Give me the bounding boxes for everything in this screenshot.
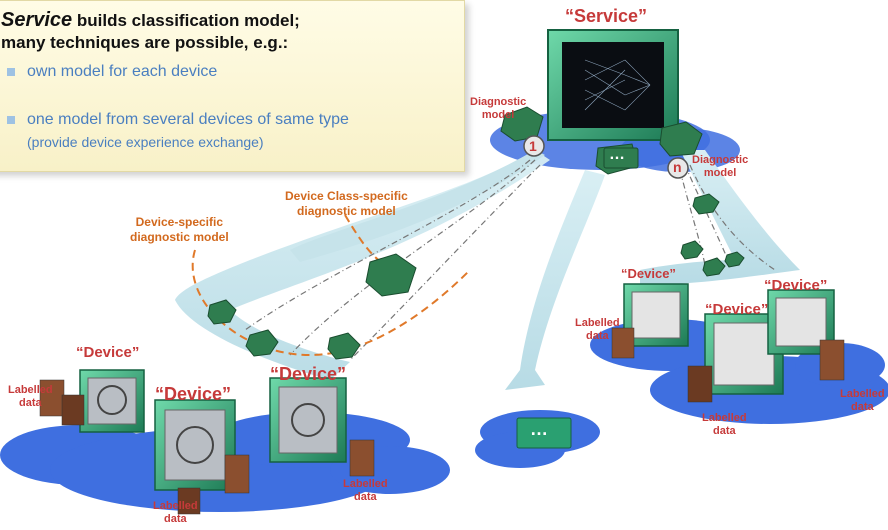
labelled-data-4-line2: data <box>586 330 609 342</box>
labelled-data-1: Labelled data <box>8 384 53 410</box>
diag-model-left-line1: Diagnostic <box>470 96 527 108</box>
device-specific-model-line2: diagnostic model <box>130 230 229 244</box>
device-label-3: “Device” <box>270 364 347 384</box>
beam-left <box>175 150 550 380</box>
device-class-model-label: Device Class-specific diagnostic model <box>285 189 408 219</box>
labelled-data-4: Labelled data <box>575 317 620 343</box>
badge-n: n <box>673 159 682 175</box>
device-specific-model-label: Device-specific diagnostic model <box>130 215 229 245</box>
info-callout: Service builds classification model; man… <box>0 0 465 172</box>
callout-title-rest: builds classification model; <box>72 11 300 30</box>
labelled-data-1-line1: Labelled <box>8 384 53 396</box>
service-label: “Service” <box>565 6 648 26</box>
callout-item-2-text: one model from several devices of same t… <box>27 111 349 128</box>
device-specific-model-line1: Device-specific <box>135 215 224 229</box>
device-monitor-1 <box>79 369 145 433</box>
device-monitor-4 <box>623 283 689 347</box>
placeholder-dots: … <box>530 419 548 439</box>
labelled-data-5-line2: data <box>713 425 736 437</box>
device-label-4: “Device” <box>621 266 676 281</box>
labelled-data-5-line1: Labelled <box>702 412 747 424</box>
labelled-data-4-line1: Labelled <box>575 317 620 329</box>
beam-middle <box>505 170 605 390</box>
badge-one-circle <box>523 135 545 157</box>
callout-item-2: one model from several devices of same t… <box>7 111 349 129</box>
labelled-data-3: Labelled data <box>343 478 388 504</box>
device-class-model-line1: Device Class-specific <box>285 189 408 203</box>
device-class-model-line2: diagnostic model <box>297 204 396 218</box>
labelled-data-3-line1: Labelled <box>343 478 388 490</box>
diag-model-right-line2: model <box>703 167 737 179</box>
device-label-2: “Device” <box>155 384 232 404</box>
callout-title-line2: many techniques are possible, e.g.: <box>1 33 289 52</box>
callout-title: Service builds classification model; man… <box>1 9 300 54</box>
labelled-data-2-line1: Labelled <box>153 500 198 512</box>
diag-model-right-line1: Diagnostic <box>692 154 749 166</box>
labelled-data-6-line2: data <box>851 401 874 413</box>
bullet-square <box>7 67 15 76</box>
labelled-data-2-line2: data <box>164 513 187 525</box>
service-monitor <box>547 29 679 141</box>
badge-one: 1 <box>529 138 537 154</box>
bullet-square <box>7 115 15 124</box>
callout-subnote: (provide device experience exchange) <box>27 134 264 150</box>
device-monitor-2 <box>154 399 236 491</box>
device-label-1: “Device” <box>76 344 140 361</box>
badge-dots-box <box>603 147 639 169</box>
callout-title-service: Service <box>1 9 73 31</box>
diag-model-right-label: Diagnostic model <box>692 154 748 180</box>
labelled-data-2: Labelled data <box>153 500 198 526</box>
badge-n-circle <box>667 157 689 179</box>
device-label-5: “Device” <box>705 301 769 318</box>
beam-right <box>640 150 800 285</box>
callout-item-1: own model for each device <box>7 63 217 81</box>
device-label-6: “Device” <box>764 277 828 294</box>
device-monitor-3 <box>269 377 347 463</box>
book-stack-icons <box>39 327 845 515</box>
labelled-data-6: Labelled data <box>840 388 885 414</box>
diag-model-left-label: Diagnostic model <box>470 96 526 122</box>
labelled-data-6-line1: Labelled <box>840 388 885 400</box>
diag-model-left-line2: model <box>481 109 515 121</box>
labelled-data-3-line2: data <box>354 491 377 503</box>
badge-dots: … <box>609 146 625 163</box>
placeholder-box <box>516 417 572 449</box>
labelled-data-5: Labelled data <box>702 412 747 438</box>
labelled-data-1-line2: data <box>19 397 42 409</box>
callout-item-1-text: own model for each device <box>27 63 218 80</box>
